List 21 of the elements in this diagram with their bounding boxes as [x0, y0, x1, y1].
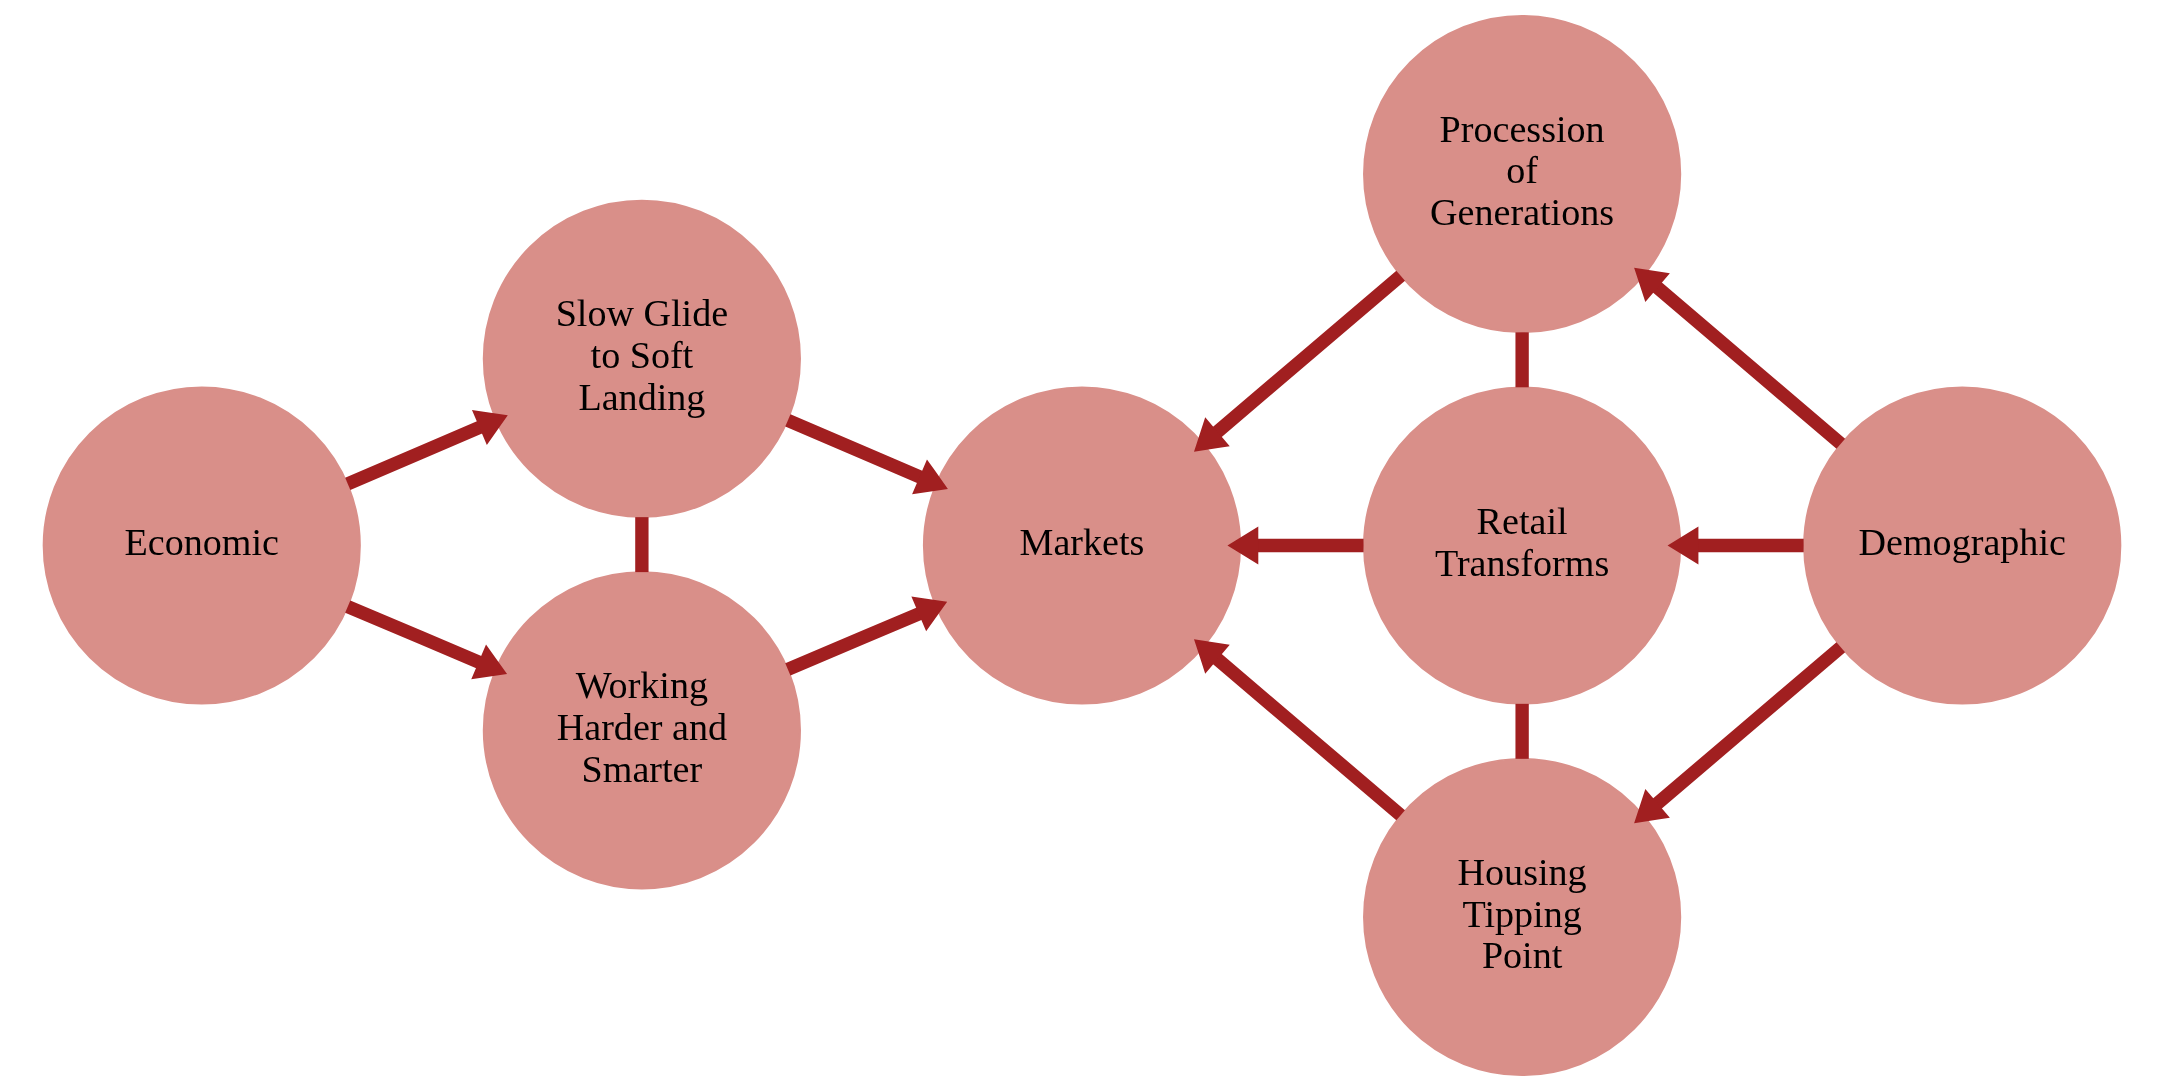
arrow [1667, 526, 1804, 565]
node-circle: Housing Tipping Point [1362, 757, 1681, 1077]
node-circle: Procession of Generations [1362, 14, 1681, 334]
node-circle: Working Harder and Smarter [482, 571, 801, 890]
arrow [784, 414, 948, 495]
arrow [1193, 270, 1405, 452]
node-circle: Retail Transforms [1362, 386, 1681, 705]
arrow [784, 596, 947, 676]
arrow [344, 410, 508, 490]
arrow [1193, 639, 1405, 821]
connector [1514, 332, 1529, 388]
node-circle: Economic [42, 386, 361, 705]
arrow [1226, 526, 1364, 565]
connector [1514, 703, 1529, 759]
arrow [344, 600, 507, 680]
node-circle: Slow Glide to Soft Landing [482, 199, 801, 518]
node-circle: Demographic [1802, 386, 2121, 705]
arrow [1633, 642, 1845, 824]
arrow [1633, 267, 1845, 449]
node-circle: Markets [922, 386, 1241, 705]
connector [634, 517, 649, 573]
